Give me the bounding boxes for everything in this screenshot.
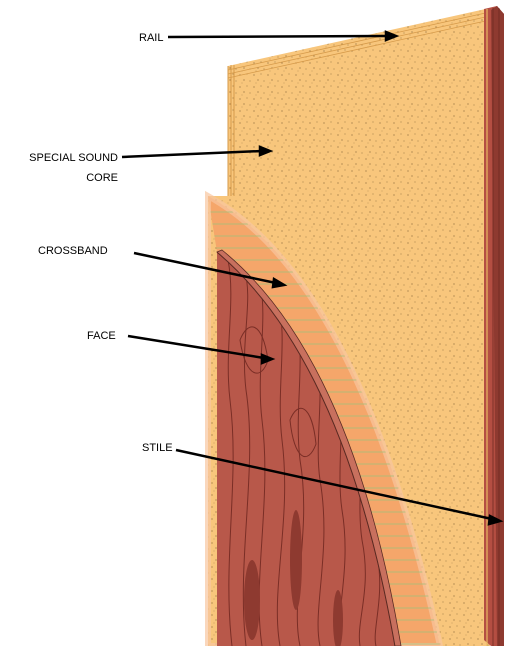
- rail-label: RAIL: [139, 30, 163, 46]
- stile-label: STILE: [142, 440, 173, 456]
- sound-core-label-line2: CORE: [16, 170, 118, 186]
- face-label: FACE: [87, 328, 116, 344]
- rail-leader: [168, 36, 388, 37]
- crossband-label: CROSSBAND: [38, 243, 108, 259]
- sound-core-label-line1: SPECIAL SOUND: [16, 150, 118, 166]
- stile-edge: [484, 6, 504, 646]
